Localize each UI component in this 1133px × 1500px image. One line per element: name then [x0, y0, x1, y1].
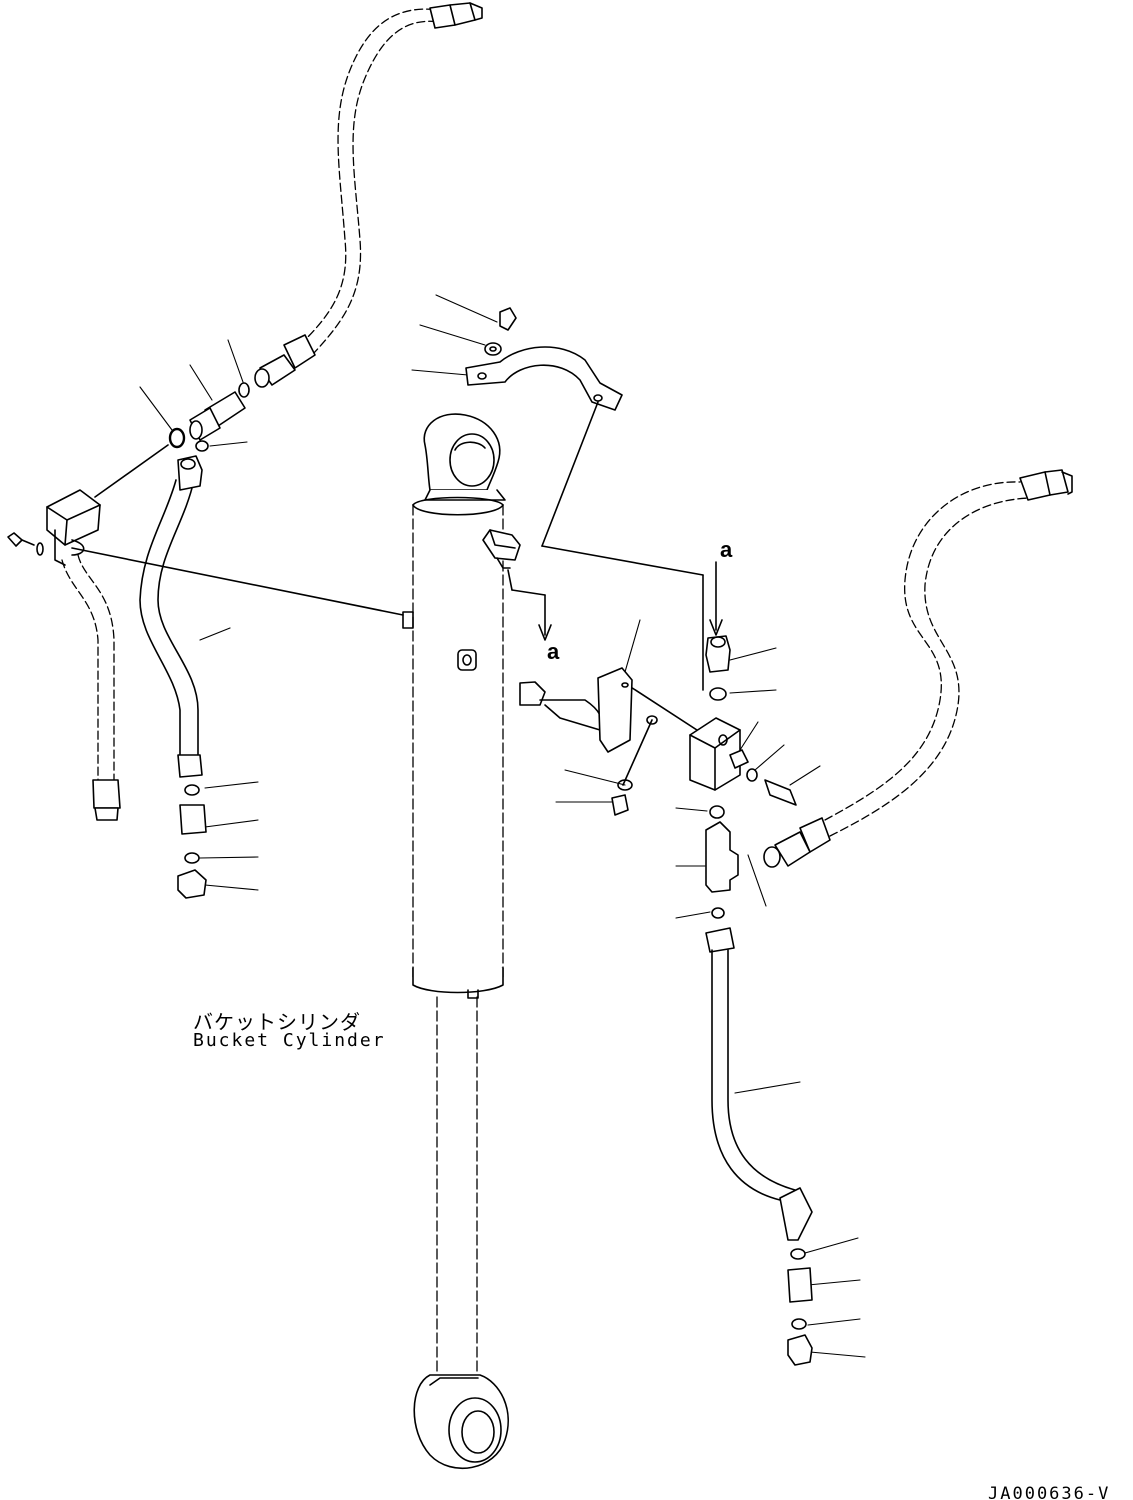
left-mounting-block — [7, 489, 101, 566]
view-marker-a-center: a — [547, 639, 560, 664]
leader-lines — [139, 294, 866, 1358]
top-clamp — [465, 307, 623, 411]
drawing-number: JA000636-V — [988, 1484, 1111, 1500]
left-pipe-dashed — [61, 554, 115, 781]
bucket-cylinder — [402, 413, 509, 1470]
right-upper-hose-dashed — [824, 481, 1031, 837]
part-caption-japanese: バケットシリンダ — [193, 1010, 361, 1034]
right-top-fittings — [705, 635, 739, 919]
left-pipe-end-fitting — [92, 779, 121, 821]
upper-hose-end-fitting — [254, 2, 483, 388]
left-adapter-assembly — [168, 382, 250, 452]
center-bracket — [519, 667, 658, 816]
upper-left-hose-dashed — [299, 8, 441, 356]
view-marker-a-right: a — [720, 537, 733, 562]
right-lower-hose — [705, 927, 813, 1366]
cylinder-port-fitting — [482, 529, 521, 569]
part-caption-english: Bucket Cylinder — [193, 1030, 386, 1051]
assembly-connection-lines — [71, 401, 723, 786]
left-hose — [139, 455, 207, 899]
right-hose-end-fittings — [763, 469, 1073, 868]
right-valve-block — [689, 717, 797, 806]
